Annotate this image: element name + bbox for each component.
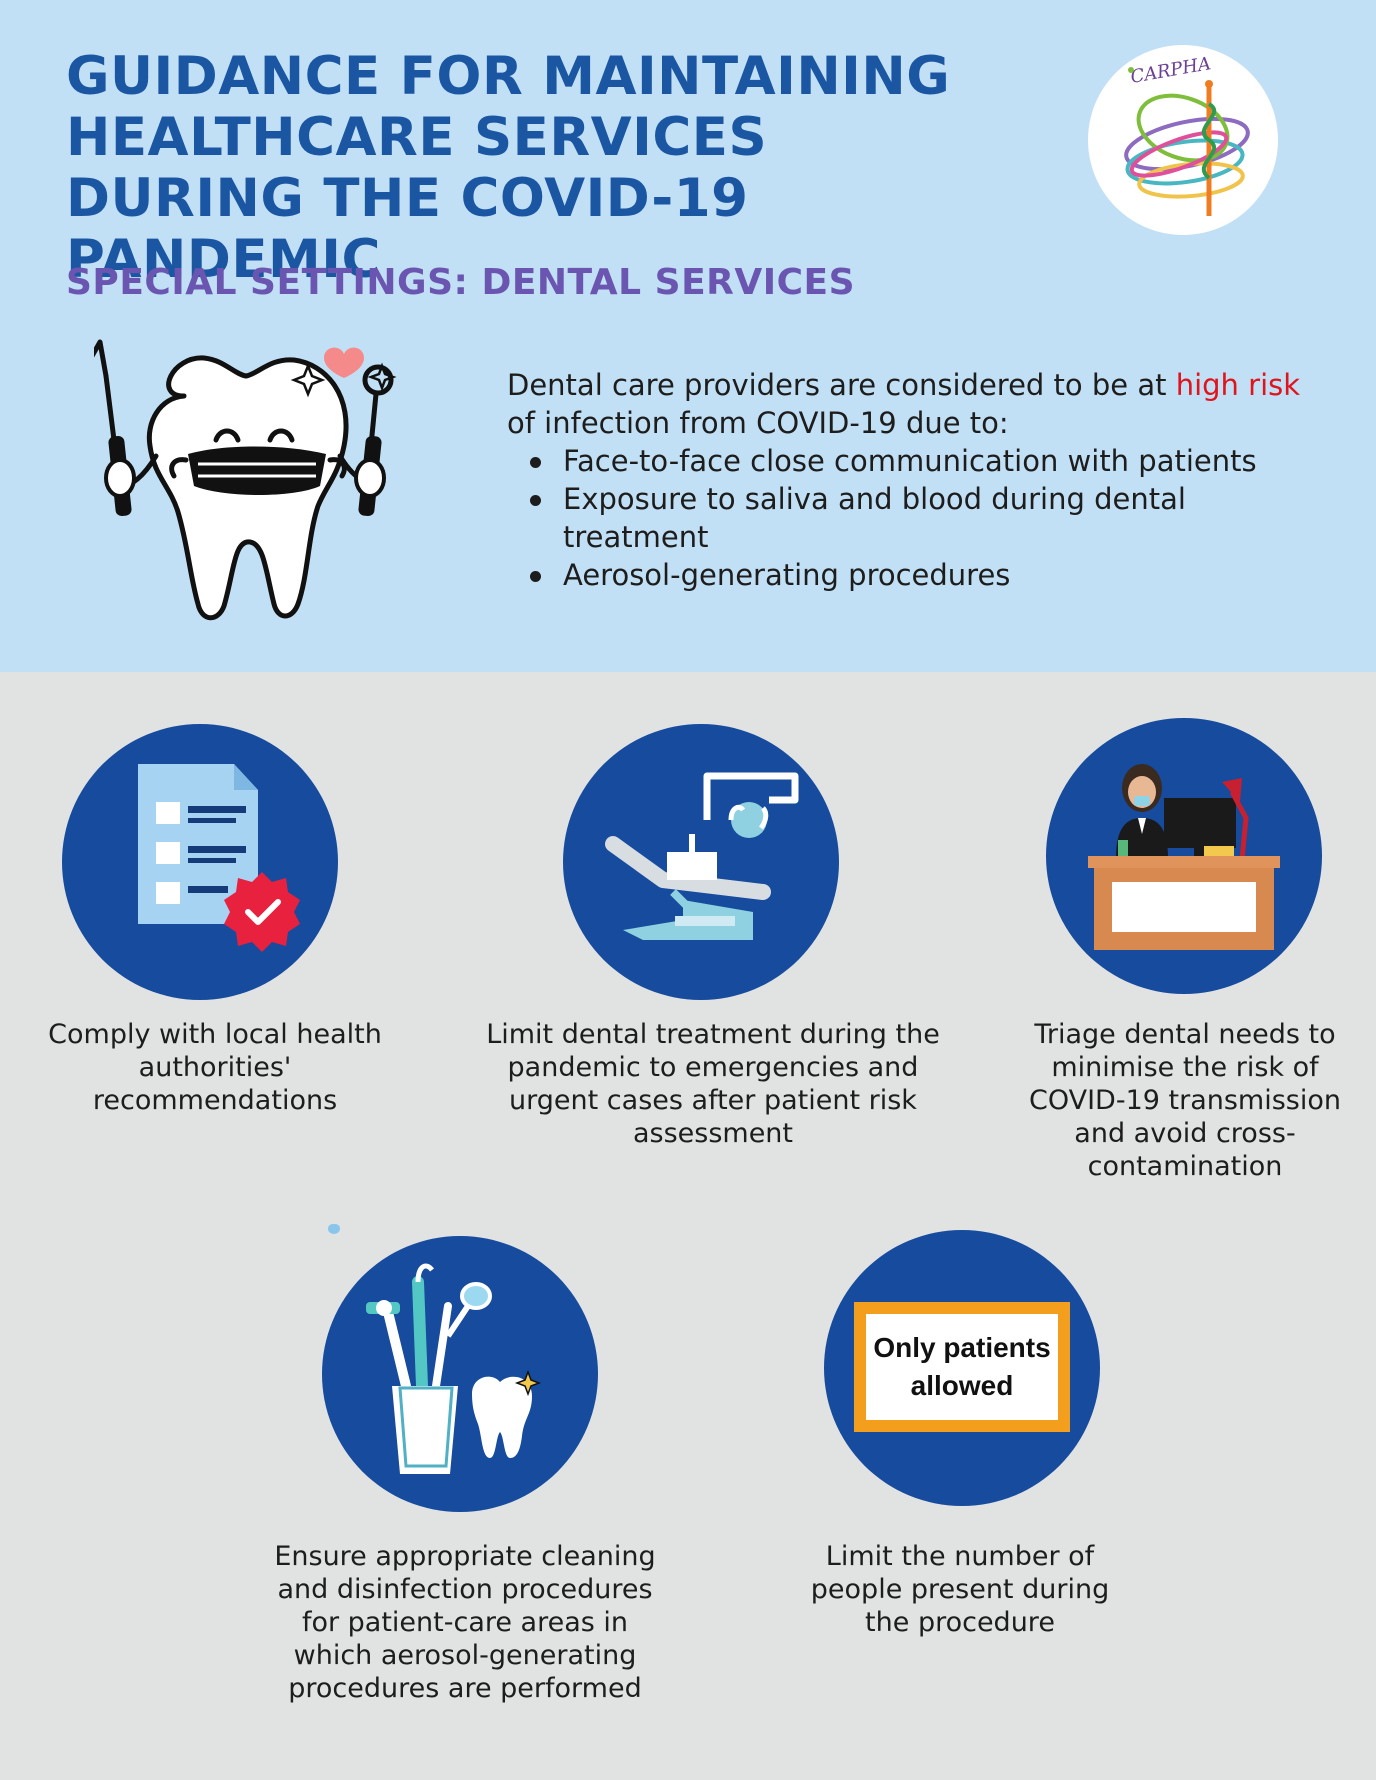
high-risk-highlight: high risk: [1175, 368, 1301, 402]
item-caption: Triage dental needs to minimise the risk…: [1028, 1019, 1342, 1182]
dental-tools-cup-icon: [322, 1236, 598, 1512]
intro-text: Dental care providers are considered to …: [507, 366, 1307, 594]
list-item: Aerosol-generating procedures: [530, 556, 1307, 594]
carpha-logo: CARPHA: [1087, 44, 1280, 237]
list-item: Exposure to saliva and blood during dent…: [530, 480, 1307, 556]
page-subtitle: SPECIAL SETTINGS: DENTAL SERVICES: [66, 262, 856, 303]
list-item: Face-to-face close communication with pa…: [530, 442, 1307, 480]
only-patients-sign: Only patients allowed: [854, 1302, 1070, 1432]
page-title: GUIDANCE FOR MAINTAINING HEALTHCARE SERV…: [66, 46, 951, 290]
dental-chair-icon: [563, 724, 839, 1000]
checklist-icon: [62, 724, 338, 1000]
item-caption: Limit the number of people present durin…: [810, 1541, 1110, 1638]
decorative-dot: [328, 1224, 340, 1234]
sign-text: Only patients allowed: [873, 1332, 1051, 1401]
item-caption: Ensure appropriate cleaning and disinfec…: [274, 1541, 656, 1704]
item-caption: Comply with local health authorities' re…: [48, 1019, 382, 1116]
risk-factors-list: Face-to-face close communication with pa…: [507, 442, 1307, 594]
tooth-mascot-icon: [89, 336, 404, 636]
sign-icon: Only patients allowed: [824, 1230, 1100, 1506]
receptionist-desk-icon: [1046, 718, 1322, 994]
item-caption: Limit dental treatment during the pandem…: [486, 1019, 940, 1149]
intro-paragraph: Dental care providers are considered to …: [507, 368, 1301, 440]
